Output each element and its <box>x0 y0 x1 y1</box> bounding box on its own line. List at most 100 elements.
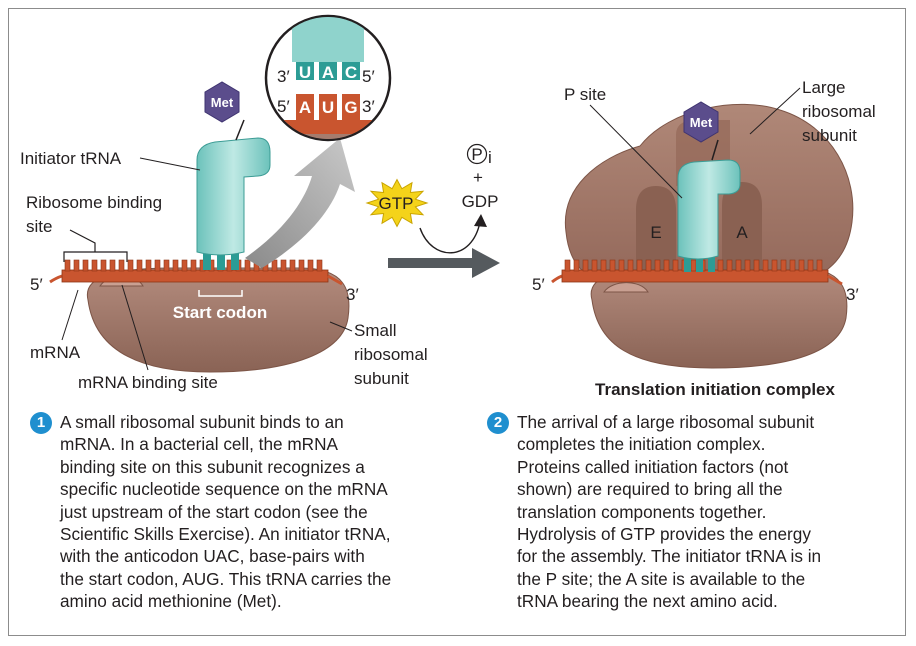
mrna-base <box>582 259 589 272</box>
mrna-base <box>127 259 134 272</box>
step-2-line: the P site; the A site is available to t… <box>517 568 806 589</box>
mrna-base <box>109 259 116 272</box>
gdp-label: GDP <box>462 192 499 211</box>
mrna-base <box>636 259 643 272</box>
large-subunit-label-2: ribosomal <box>802 102 876 121</box>
mrna-base <box>771 259 778 272</box>
start-codon-label: Start codon <box>173 303 267 322</box>
five-prime-right: 5′ <box>532 275 545 294</box>
gtp-starburst <box>365 178 429 228</box>
mrna-base <box>118 259 125 272</box>
mrna-base <box>154 259 161 272</box>
mrna-base <box>172 259 179 272</box>
step-1-line: Scientific Skills Exercise). An initiato… <box>60 524 391 545</box>
small-subunit-label-3: subunit <box>354 369 409 388</box>
mrna-base <box>244 259 251 272</box>
gtp-label: GTP <box>379 194 414 213</box>
e-site-groove <box>636 186 676 278</box>
p-site-label: P site <box>564 85 606 104</box>
p-site-leader <box>589 104 683 199</box>
small-subunit-label-2: ribosomal <box>354 345 428 364</box>
mrna-base <box>145 259 152 272</box>
initiator-trna-label: Initiator tRNA <box>20 149 122 168</box>
zoom-arrow <box>245 138 355 268</box>
mrna-base <box>298 259 305 272</box>
a-site-label: A <box>736 223 748 242</box>
mrna-base <box>91 259 98 272</box>
mrna-binding-site-label: mRNA binding site <box>78 373 218 392</box>
step-1: 1 A small ribosomal subunit binds to an … <box>30 411 460 613</box>
mrna-base <box>735 259 742 272</box>
mrna-leader <box>61 289 79 341</box>
step-1-line: mRNA. In a bacterial cell, the mRNA <box>60 434 338 455</box>
step-1-line: with the anticodon UAC, base-pairs with <box>60 546 365 567</box>
initiator-trna-right <box>677 139 741 272</box>
ribosome-binding-site-label-2: site <box>26 217 52 236</box>
mrna-base <box>307 259 314 272</box>
mrna-backbone <box>561 269 829 283</box>
initiator-trna-left <box>196 119 271 270</box>
mrna-base <box>618 259 625 272</box>
mrna-3prime-tail <box>327 274 343 286</box>
mrna-base <box>163 259 170 272</box>
large-subunit-leader <box>749 87 801 135</box>
mrna-base <box>789 259 796 272</box>
mrna-base <box>798 259 805 272</box>
mrna-base <box>807 259 814 272</box>
codon-base-1: A <box>299 98 311 117</box>
met-label-right: Met <box>690 115 713 130</box>
mrna-base <box>654 259 661 272</box>
mrna-base <box>591 259 598 272</box>
mrna-base <box>280 259 287 272</box>
mrna-base <box>753 259 760 272</box>
step-2-badge: 2 <box>487 412 509 434</box>
step-2-line: Proteins called initiation factors (not <box>517 456 789 477</box>
mrna-base <box>64 259 71 272</box>
step-2: 2 The arrival of a large ribosomal subun… <box>487 411 897 613</box>
e-site-label: E <box>650 223 661 242</box>
mrna-base <box>762 259 769 272</box>
methionine-hexagon-left: Met <box>204 81 240 123</box>
mrna-base <box>573 259 580 272</box>
mrna-base <box>816 259 823 272</box>
step-2-line: shown) are required to bring all the <box>517 479 783 500</box>
step-2-line: tRNA bearing the next amino acid. <box>517 591 778 612</box>
anticodon-base-3: C <box>345 63 357 82</box>
step-2-line: Hydrolysis of GTP provides the energy <box>517 524 811 545</box>
mrna-binding-site-bump-right <box>603 282 649 293</box>
mrna-base <box>645 259 652 272</box>
mrna-base <box>690 259 697 272</box>
small-subunit-leader <box>329 321 353 332</box>
plus-label: + <box>473 168 483 187</box>
step-1-line: specific nucleotide sequence on the mRNA <box>60 479 388 500</box>
codon-anticodon-inset: 3′ 5′ 5′ 3′ U A C A U G <box>264 14 392 142</box>
step-1-badge: 1 <box>30 412 52 434</box>
phosphate-p-label: P <box>471 145 482 164</box>
mrna-base <box>672 259 679 272</box>
three-prime-right: 3′ <box>846 285 859 304</box>
mrna-base <box>271 259 278 272</box>
inset-5prime-top: 5′ <box>362 67 375 86</box>
step-1-line: the start codon, AUG. This tRNA carries … <box>60 568 392 589</box>
three-prime-left: 3′ <box>346 285 359 304</box>
mrna-3prime-tail <box>827 274 843 286</box>
mrna-base <box>744 259 751 272</box>
mrna-base <box>100 259 107 272</box>
mrna-base <box>316 259 323 272</box>
step-2-line: The arrival of a large ribosomal subunit <box>517 412 815 432</box>
phosphate-i-subscript: i <box>488 148 492 167</box>
mrna-base <box>726 259 733 272</box>
start-codon-bracket <box>198 290 243 297</box>
five-prime-left: 5′ <box>30 275 43 294</box>
step-2-line: translation components together. <box>517 501 767 522</box>
mrna-label: mRNA <box>30 343 81 362</box>
inset-3prime-bottom: 3′ <box>362 97 375 116</box>
inset-3prime-top: 3′ <box>277 67 290 86</box>
complex-title: Translation initiation complex <box>595 380 835 399</box>
step-2-line: for the assembly. The initiator tRNA is … <box>517 546 822 567</box>
step-1-line: binding site on this subunit recognizes … <box>60 456 365 477</box>
met-label-left: Met <box>211 95 234 110</box>
mrna-base <box>600 259 607 272</box>
figure-frame <box>8 8 906 636</box>
